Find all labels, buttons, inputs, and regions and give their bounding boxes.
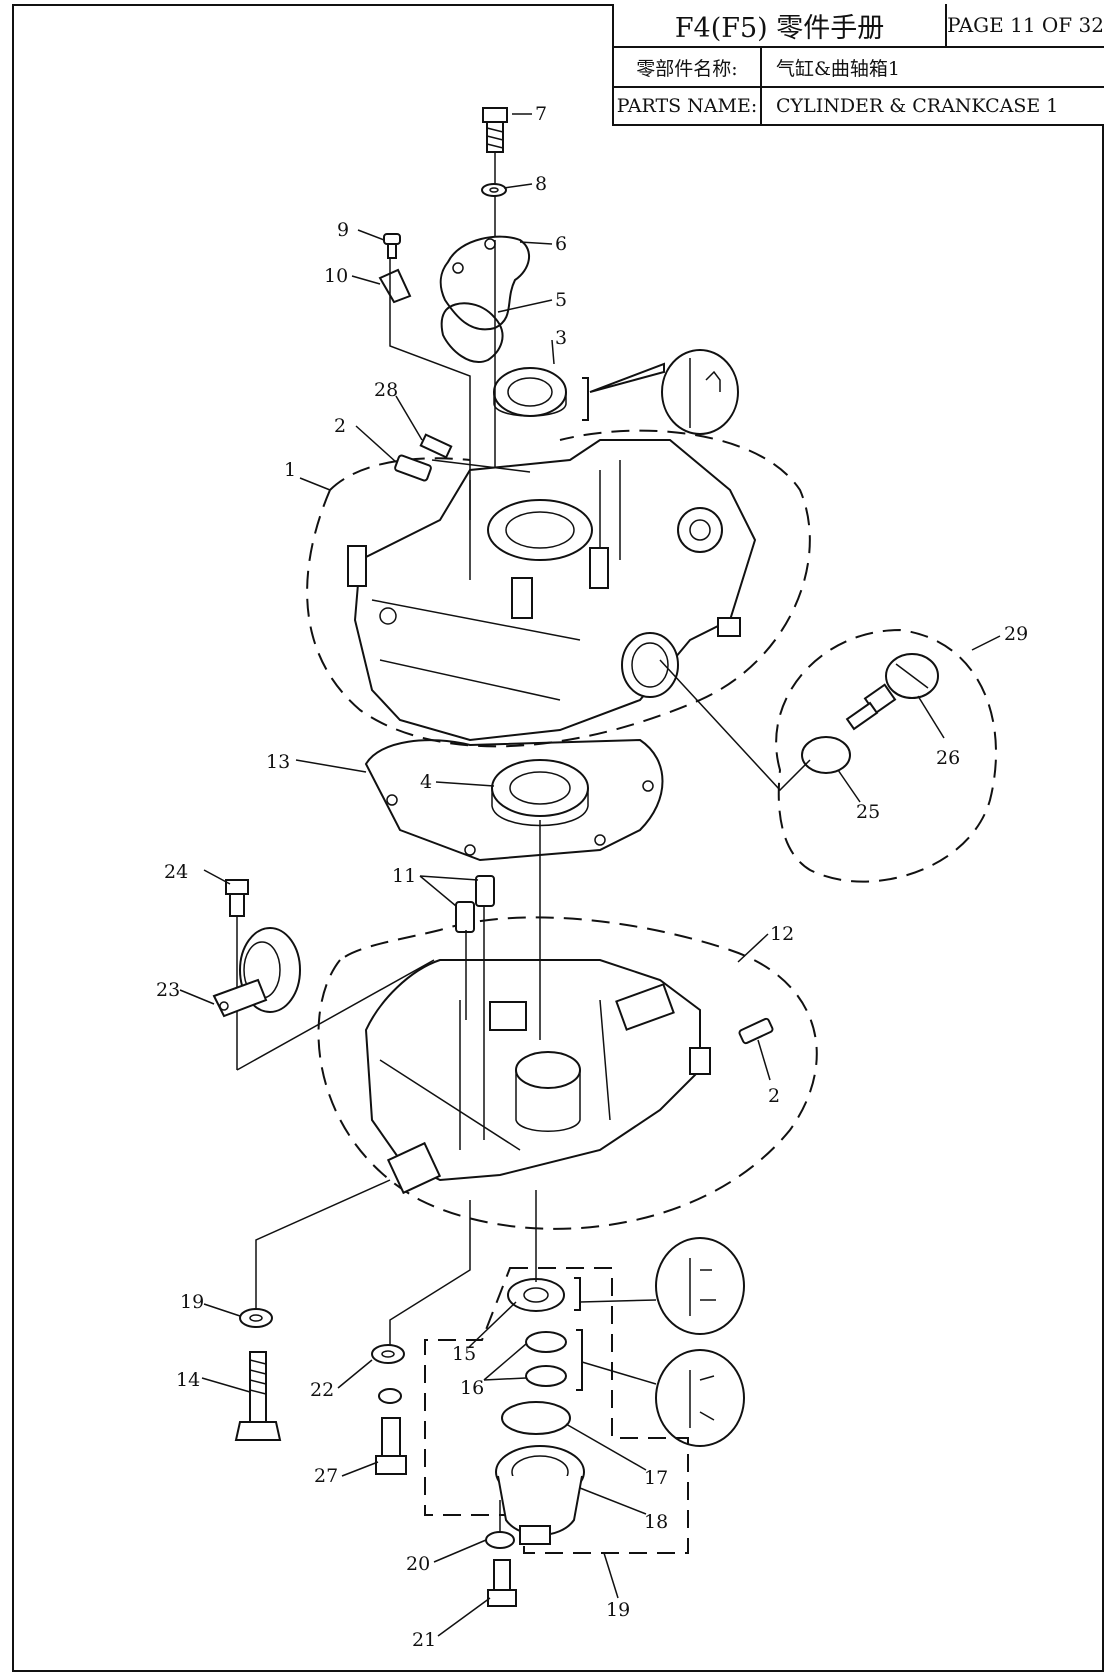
callout-labels: 7 8 6 5 3 9 10 28 2 1 13 4 29 26 25 11 1… (156, 103, 1028, 1651)
part-5-gasket (440, 302, 504, 363)
detail-bubble-bearing (576, 1329, 745, 1447)
part-2-dowel-lower (738, 1017, 774, 1045)
callout-28: 28 (374, 379, 398, 401)
callout-8: 8 (535, 173, 547, 195)
callout-11: 11 (392, 865, 416, 887)
detail-bubble-seal (574, 1237, 745, 1335)
part-18-pump-housing (495, 1445, 585, 1545)
manual-title: F4(F5) 零件手册 (614, 4, 948, 46)
part-3-oil-seal (493, 367, 567, 417)
parts-name-en-label: PARTS NAME: (614, 88, 762, 124)
detail-bubble-top (582, 349, 739, 435)
drain-plug-group-outline (775, 628, 997, 883)
part-21-bolt (487, 1559, 517, 1607)
callout-15: 15 (452, 1343, 476, 1365)
callout-10: 10 (324, 265, 348, 287)
parts-name-en-value: CYLINDER & CRANKCASE 1 (776, 95, 1059, 117)
part-14-bolt (234, 1351, 282, 1441)
assembly-lines (236, 240, 811, 1532)
part-22-washer (371, 1344, 405, 1364)
part-4-bearing (491, 759, 589, 827)
crankcase (364, 959, 711, 1195)
part-6-cover (439, 235, 530, 331)
callout-4: 4 (420, 771, 432, 793)
callout-27: 27 (314, 1465, 338, 1487)
leader-lines (179, 113, 1001, 1637)
callout-16: 16 (460, 1377, 484, 1399)
part-23-gear-assembly (212, 927, 301, 1018)
water-pump-group-outline (424, 1267, 689, 1554)
callout-14: 14 (176, 1369, 200, 1391)
part-26-drain-plug (845, 653, 939, 731)
callout-6: 6 (555, 233, 567, 255)
callout-19-group: 19 (606, 1599, 630, 1621)
callout-3: 3 (555, 327, 567, 349)
parts-name-en-row: PARTS NAME: CYLINDER & CRANKCASE 1 (614, 88, 1104, 124)
callout-18: 18 (644, 1511, 668, 1533)
callout-17: 17 (644, 1467, 668, 1489)
callout-22: 22 (310, 1379, 334, 1401)
part-7-bolt (482, 107, 508, 240)
part-8-washer (481, 183, 507, 197)
callout-7: 7 (535, 103, 547, 125)
callout-29: 29 (1004, 623, 1028, 645)
callout-2-lower: 2 (768, 1085, 780, 1107)
callout-12: 12 (770, 923, 794, 945)
callout-9: 9 (337, 219, 349, 241)
callout-20: 20 (406, 1553, 430, 1575)
callout-13: 13 (266, 751, 290, 773)
callout-1: 1 (284, 459, 296, 481)
part-9-screw (383, 233, 401, 259)
title-row: F4(F5) 零件手册 PAGE 11 OF 32 (614, 4, 1104, 48)
part-19-washer (239, 1308, 273, 1328)
callout-2-upper: 2 (334, 415, 346, 437)
parts-name-cn-label: 零部件名称: (614, 48, 762, 86)
cylinder-group-outline (306, 429, 811, 748)
part-17-o-ring (501, 1401, 571, 1435)
part-20-washer (485, 1531, 515, 1549)
parts-name-cn-row: 零部件名称: 气缸&曲轴箱1 (614, 48, 1104, 88)
callout-5: 5 (555, 289, 567, 311)
callout-24: 24 (164, 861, 188, 883)
parts-name-cn-value: 气缸&曲轴箱1 (776, 57, 901, 80)
callout-23: 23 (156, 979, 180, 1001)
part-11-dowels (455, 875, 495, 933)
callout-26: 26 (936, 747, 960, 769)
part-13-gasket (364, 738, 664, 862)
part-2-dowel-upper (394, 454, 432, 482)
part-15-seal (507, 1278, 565, 1312)
title-block: F4(F5) 零件手册 PAGE 11 OF 32 零部件名称: 气缸&曲轴箱1… (612, 4, 1104, 126)
part-16-bearings (525, 1331, 567, 1387)
callout-19-washer: 19 (180, 1291, 204, 1313)
callout-25: 25 (856, 801, 880, 823)
part-10-clip (378, 268, 412, 304)
page-frame (12, 4, 1104, 1672)
part-28-pin (419, 433, 453, 459)
cylinder-block (347, 439, 757, 742)
part-27-washer-bolt (375, 1388, 407, 1475)
page-number: PAGE 11 OF 32 (947, 13, 1104, 37)
part-25-o-ring (801, 736, 851, 774)
callout-21: 21 (412, 1629, 436, 1651)
